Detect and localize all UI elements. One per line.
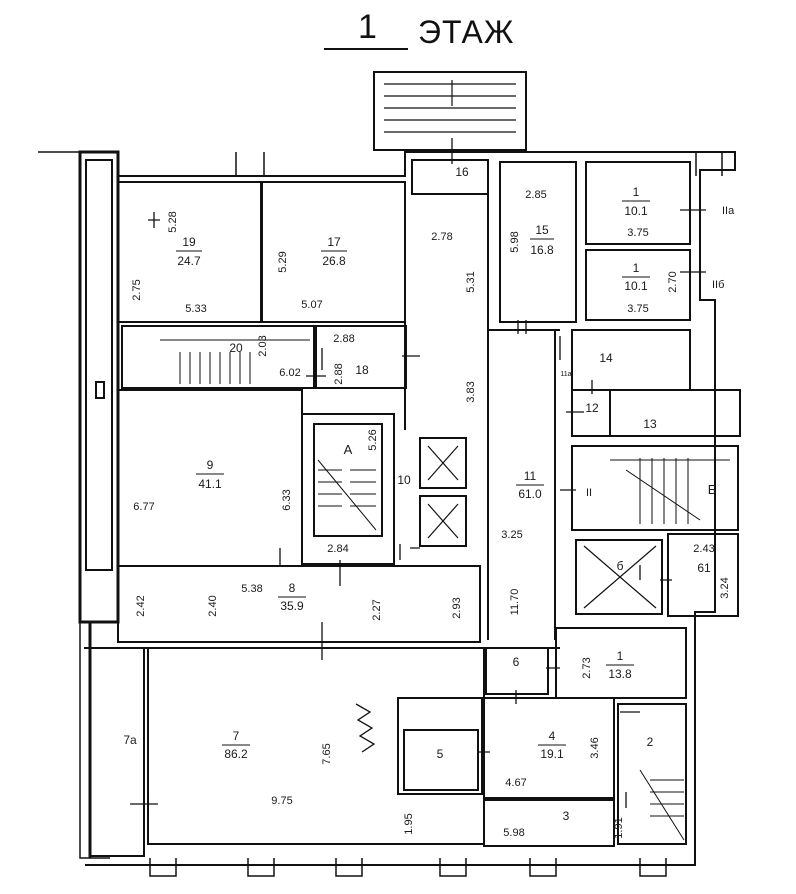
dim-195: 1.95 (403, 813, 415, 834)
door-marks (130, 138, 706, 812)
room-7a-number: 7а (123, 733, 137, 747)
section-iia-label: IIа (722, 205, 735, 217)
room-3-number: 3 (563, 809, 570, 823)
room-13-number: 13 (643, 417, 657, 431)
room-10-number: 10 (397, 473, 411, 487)
room-1a-number: 1 (633, 185, 640, 199)
room-11a-number: 11а (560, 371, 571, 378)
dim-243: 2.43 (693, 543, 714, 555)
room-15-number: 15 (535, 223, 549, 237)
room-16-number: 16 (455, 165, 469, 179)
room-17-area: 26.8 (322, 254, 346, 268)
room-15-area: 16.8 (530, 243, 554, 257)
dim-526: 5.26 (367, 429, 379, 450)
room-20-number: 20 (229, 341, 243, 355)
room-5-number: 5 (437, 747, 444, 761)
dim-284: 2.84 (327, 543, 348, 555)
floor-title: 1 ЭТАЖ (320, 6, 540, 56)
dim-227: 2.27 (371, 599, 383, 620)
room-9-area: 41.1 (198, 477, 222, 491)
room-1a-area: 10.1 (624, 204, 648, 218)
dim-602: 6.02 (279, 367, 300, 379)
room-19-area: 24.7 (177, 254, 201, 268)
dim-1170: 11.70 (509, 589, 521, 616)
dim-529: 5.29 (277, 251, 289, 272)
floor-number: 1 (358, 8, 377, 46)
dim-598a: 5.98 (509, 231, 521, 252)
dim-275: 2.75 (131, 279, 143, 300)
room-7-number: 7 (233, 729, 240, 743)
dim-203: 2.03 (257, 335, 269, 356)
dim-633: 6.33 (281, 489, 293, 510)
dim-677: 6.77 (133, 501, 154, 513)
room-8-number: 8 (289, 581, 296, 595)
room-19-number: 19 (182, 235, 196, 249)
room-4-area: 19.1 (540, 747, 564, 761)
dim-288b: 2.88 (333, 363, 345, 384)
room-14-number: 14 (599, 351, 613, 365)
room-18-number: 18 (355, 363, 369, 377)
dim-467: 4.67 (505, 777, 526, 789)
dim-346: 3.46 (589, 737, 601, 758)
dim-293: 2.93 (451, 597, 463, 618)
room-6-number: 6 (513, 655, 520, 669)
dim-507: 5.07 (301, 299, 322, 311)
dim-324: 3.24 (719, 577, 731, 598)
room-1c-number: 1 (617, 649, 624, 663)
stair-b-label: Б (708, 482, 717, 497)
dim-285: 2.85 (525, 189, 546, 201)
room-2-number: 2 (647, 735, 654, 749)
room-1b-number: 1 (633, 261, 640, 275)
room-7-area: 86.2 (224, 747, 248, 761)
dim-270: 2.70 (667, 271, 679, 292)
section-iib-label: IIб (712, 279, 724, 291)
dim-288a: 2.88 (333, 333, 354, 345)
dim-765: 7.65 (321, 743, 333, 764)
dim-278: 2.78 (431, 231, 452, 243)
dim-273: 2.73 (581, 657, 593, 678)
dim-528: 5.28 (167, 211, 179, 232)
section-labels: IIа IIб II (586, 205, 735, 499)
dim-325: 3.25 (501, 529, 522, 541)
dimension-labels: 5.28 2.75 5.33 5.29 5.07 2.78 5.31 2.85 … (131, 189, 731, 839)
room-61-number: 61 (697, 561, 711, 575)
dim-242: 2.42 (135, 595, 147, 616)
dim-531: 5.31 (465, 271, 477, 292)
stair-a-label: А (344, 442, 353, 457)
dim-191: 1.91 (613, 817, 625, 838)
dim-375b: 3.75 (627, 303, 648, 315)
room-8-area: 35.9 (280, 599, 304, 613)
room-12-number: 12 (585, 401, 599, 415)
section-ii-label: II (586, 487, 592, 499)
room-11-area: 61.0 (518, 487, 542, 501)
floor-number-underline (324, 48, 408, 50)
dim-538: 5.38 (241, 583, 262, 595)
room-labels: 19 24.7 17 26.8 16 15 16.8 1 10.1 1 10.1… (123, 165, 716, 823)
room-1c-area: 13.8 (608, 667, 632, 681)
lift-b-label: б (617, 559, 624, 573)
dim-375a: 3.75 (627, 227, 648, 239)
dim-383: 3.83 (465, 381, 477, 402)
dim-533: 5.33 (185, 303, 206, 315)
room-1b-area: 10.1 (624, 279, 648, 293)
dim-240: 2.40 (207, 595, 219, 616)
room-11-number: 11 (524, 469, 537, 483)
room-4-number: 4 (549, 729, 556, 743)
room-17-number: 17 (327, 235, 341, 249)
dim-975: 9.75 (271, 795, 292, 807)
dim-598b: 5.98 (503, 827, 524, 839)
room-9-number: 9 (207, 458, 214, 472)
floor-word: ЭТАЖ (418, 14, 515, 50)
